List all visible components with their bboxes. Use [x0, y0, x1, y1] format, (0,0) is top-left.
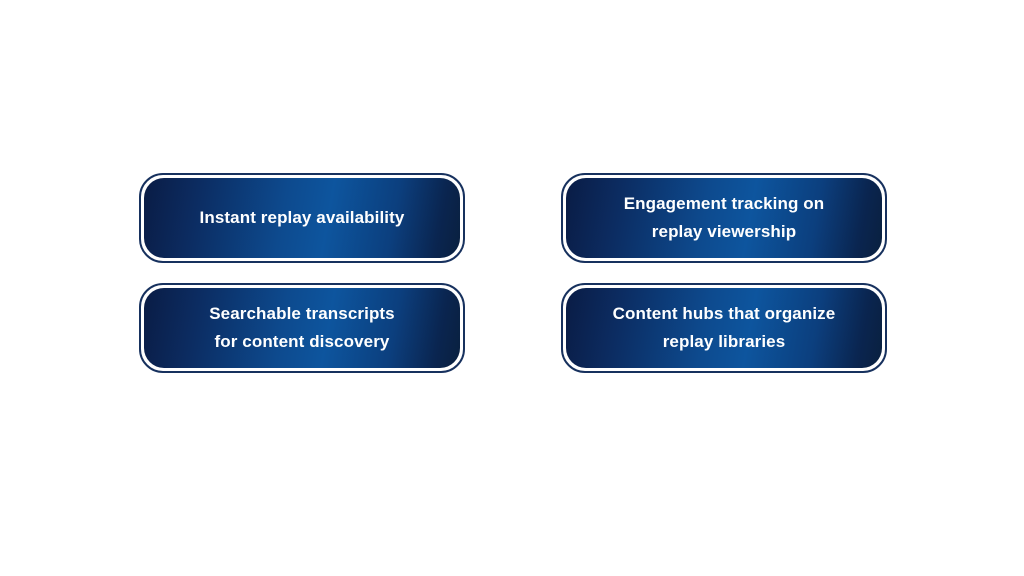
- card-body: Engagement tracking on replay viewership: [566, 178, 882, 258]
- card-body: Searchable transcripts for content disco…: [144, 288, 460, 368]
- feature-card-engagement-tracking[interactable]: Engagement tracking on replay viewership: [561, 173, 887, 263]
- feature-card-grid: Instant replay availability Engagement t…: [139, 173, 888, 373]
- card-body: Instant replay availability: [144, 178, 460, 258]
- card-label: Engagement tracking on replay viewership: [623, 194, 825, 241]
- feature-card-searchable-transcripts[interactable]: Searchable transcripts for content disco…: [139, 283, 465, 373]
- card-label: Content hubs that organize replay librar…: [612, 304, 836, 351]
- card-label: Instant replay availability: [199, 208, 405, 227]
- card-body: Content hubs that organize replay librar…: [566, 288, 882, 368]
- feature-card-instant-replay-availability[interactable]: Instant replay availability: [139, 173, 465, 263]
- feature-card-content-hubs[interactable]: Content hubs that organize replay librar…: [561, 283, 887, 373]
- card-label: Searchable transcripts for content disco…: [209, 304, 395, 351]
